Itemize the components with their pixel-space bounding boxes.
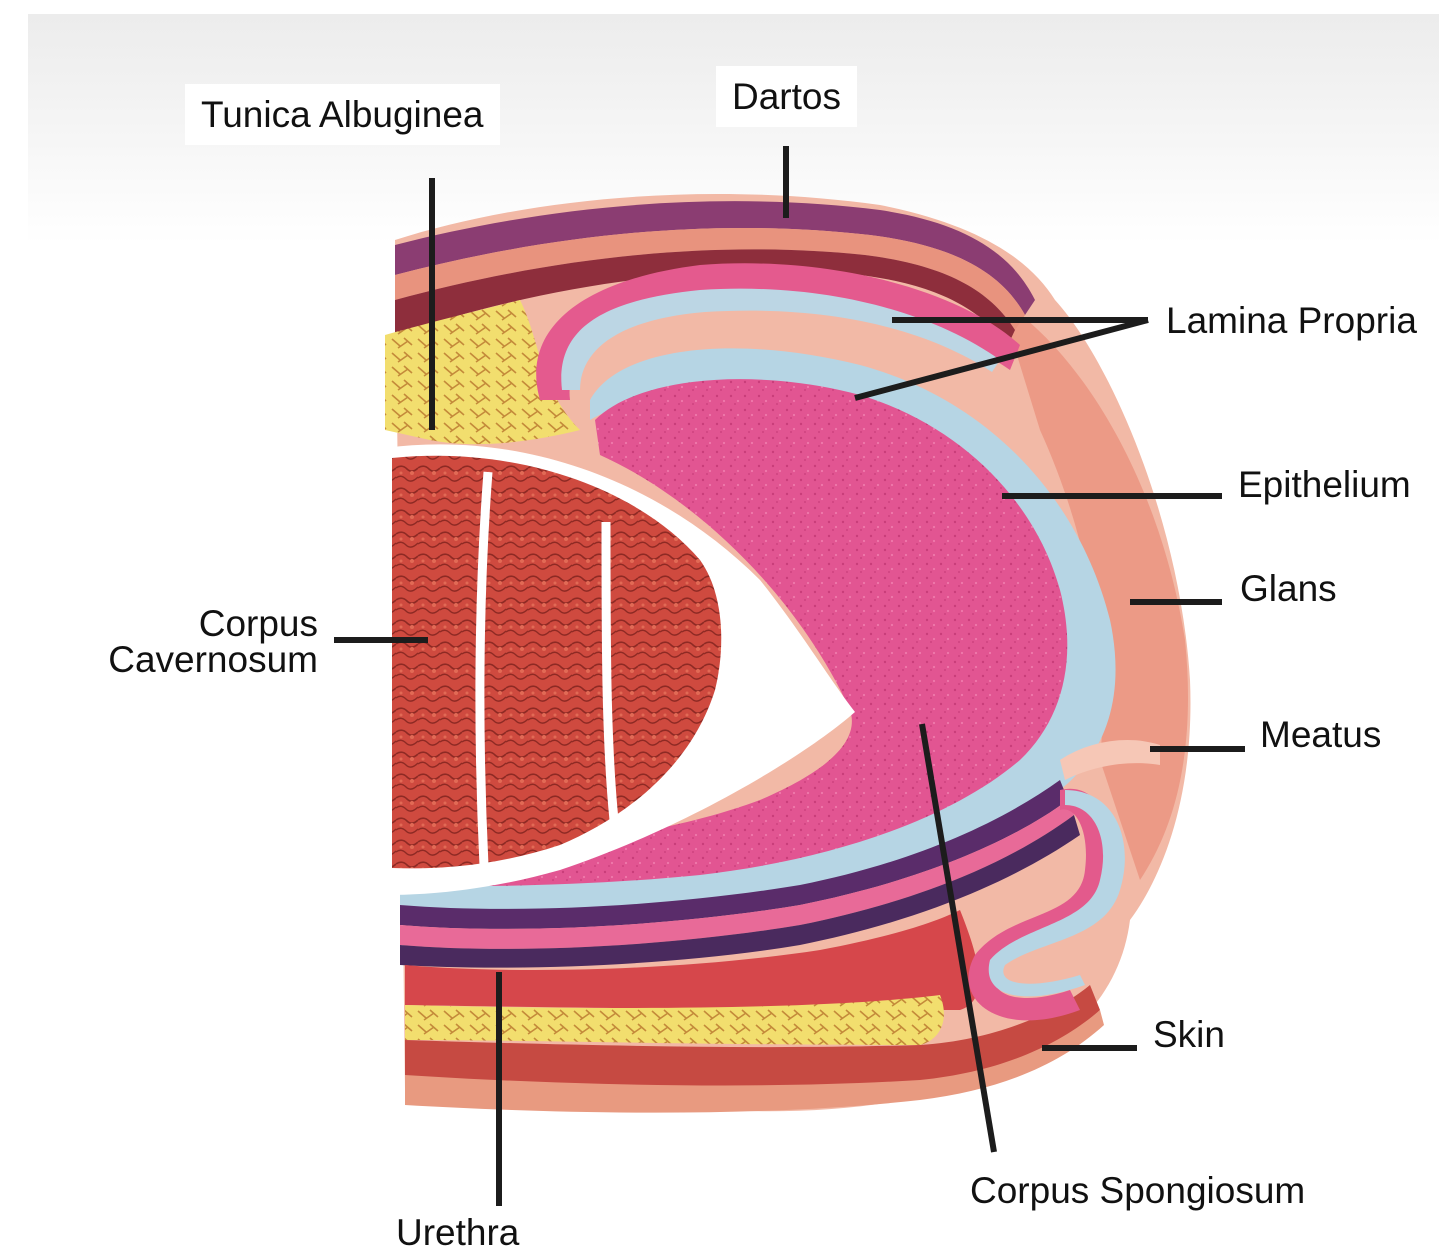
label-meatus: Meatus — [1260, 716, 1381, 753]
label-lamina-propria: Lamina Propria — [1166, 302, 1417, 339]
label-urethra: Urethra — [396, 1214, 519, 1251]
label-corpus-cavernosum-line1: Corpus — [92, 606, 318, 642]
label-glans: Glans — [1240, 570, 1337, 607]
label-corpus-spongiosum: Corpus Spongiosum — [970, 1172, 1305, 1209]
label-epithelium: Epithelium — [1238, 466, 1411, 503]
label-skin: Skin — [1153, 1016, 1225, 1053]
label-tunica-albuginea: Tunica Albuginea — [185, 84, 500, 145]
label-corpus-cavernosum-line2: Cavernosum — [92, 642, 318, 678]
label-corpus-cavernosum: Corpus Cavernosum — [92, 606, 318, 679]
label-dartos: Dartos — [716, 66, 857, 127]
